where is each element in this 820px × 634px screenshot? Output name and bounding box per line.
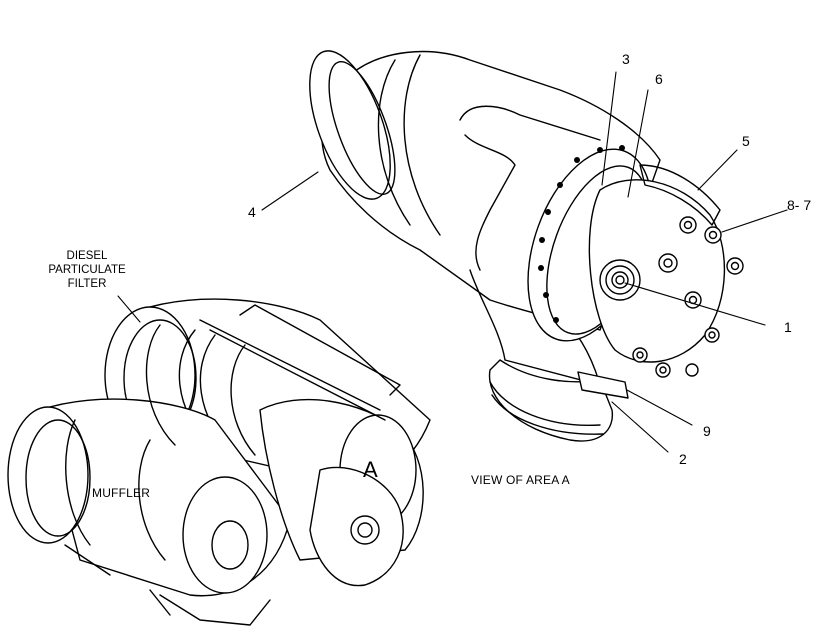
detail-housing-cover xyxy=(640,165,720,225)
detail-leader-lines xyxy=(262,72,787,452)
callout-8-7: 8- 7 xyxy=(787,197,812,213)
detail-outlet-rim-2 xyxy=(492,395,603,434)
detail-outlet-rim xyxy=(490,382,600,425)
leader-3 xyxy=(602,72,616,185)
dpf-label-line-3: FILTER xyxy=(67,278,107,291)
detail-end-cap-inner xyxy=(316,54,409,202)
detail-sensor-boss xyxy=(600,260,640,300)
leader-1 xyxy=(625,283,765,325)
callout-5: 5 xyxy=(742,133,750,149)
callout-1: 1 xyxy=(784,319,792,335)
muffler-end-cap-inner xyxy=(26,420,90,536)
leader-6 xyxy=(628,90,648,197)
detail-view-area-a xyxy=(262,41,787,452)
muffler-label: MUFFLER xyxy=(92,486,151,500)
detail-fittings xyxy=(633,217,743,377)
bottom-skid xyxy=(65,545,270,625)
leader-2 xyxy=(612,402,668,452)
overview-sensor-boss-inner xyxy=(358,523,372,537)
clamp-straps xyxy=(66,325,255,560)
detail-body-channel xyxy=(460,106,600,270)
callout-4: 4 xyxy=(248,204,256,220)
area-a-letter: A xyxy=(363,457,378,482)
muffler-outlet-tube xyxy=(212,521,248,569)
top-rail xyxy=(200,305,400,420)
callout-9: 9 xyxy=(703,423,711,439)
detail-end-cap xyxy=(293,41,406,209)
view-caption: VIEW OF AREA A xyxy=(471,473,570,487)
leader-8-7 xyxy=(722,210,787,232)
dpf-label: DIESEL PARTICULATE FILTER xyxy=(38,249,136,291)
detail-flange-holes xyxy=(538,145,625,323)
overall-assembly-view xyxy=(8,296,430,625)
leader-9 xyxy=(627,390,692,425)
callout-6: 6 xyxy=(655,71,663,87)
callout-3: 3 xyxy=(622,51,630,67)
detail-cylinder-band-2 xyxy=(404,55,440,235)
detail-cylinder-band xyxy=(378,60,410,225)
callout-2: 2 xyxy=(679,451,687,467)
detail-clamp xyxy=(578,372,628,398)
dpf-label-line-2: PARTICULATE xyxy=(48,264,126,277)
dpf-label-line-1: DIESEL xyxy=(66,250,108,262)
leader-4 xyxy=(262,172,318,210)
leader-dpf xyxy=(118,296,140,322)
overview-sensor-boss xyxy=(351,516,379,544)
leader-5 xyxy=(698,150,737,190)
